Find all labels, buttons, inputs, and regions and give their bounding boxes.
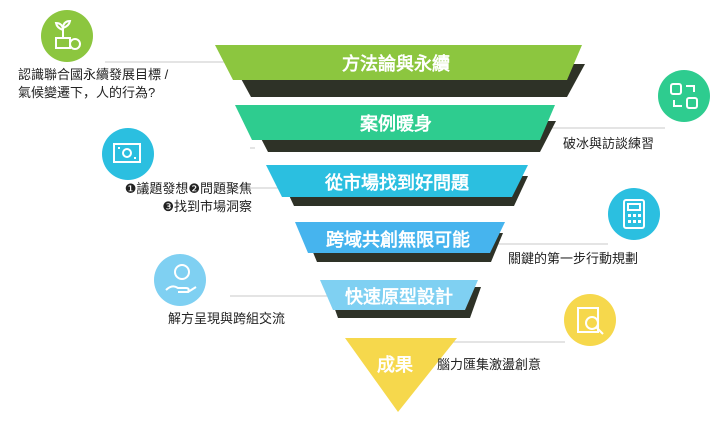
search-chart-icon [564,294,616,346]
funnel-band-1 [215,45,582,80]
funnel-band-6 [345,338,457,412]
annotation-sdg: 認識聯合國永續發展目標 / 氣候變遷下，人的行為? [18,66,168,102]
funnel-level-title: 成果 [377,354,414,375]
annotation-line: ❶議題發想❷問題聚焦 [124,181,252,196]
money-hand-icon [154,254,206,306]
annotation-line: ❸找到市場洞察 [162,199,252,214]
funnel-level-title: 案例暖身 [359,113,432,134]
annotation-ideation: ❶議題發想❷問題聚焦 ❸找到市場洞察 [100,180,252,216]
annotation-solution: 解方呈現與跨組交流 [168,310,285,328]
annotation-brainstorm: 腦力匯集激盪創意 [437,356,541,374]
annotation-line: 氣候變遷下，人的行為? [18,85,156,100]
sustainability-plant-icon [41,10,93,62]
annotation-line: 認識聯合國永續發展目標 / [18,67,169,82]
funnel-band-3 [266,165,528,197]
funnel-level-title: 方法論與永續 [342,53,450,74]
funnel-level-title: 快速原型設計 [345,286,453,307]
funnel-band-5 [320,280,478,310]
annotation-icebreak: 破冰與訪談練習 [563,135,654,153]
annotation-action-plan: 關鍵的第一步行動規劃 [508,250,638,268]
funnel-level-title: 從市場找到好問題 [324,172,470,193]
annotation-line: 腦力匯集激盪創意 [437,357,542,372]
annotation-line: 關鍵的第一步行動規劃 [508,251,639,266]
calculator-icon [608,188,660,240]
funnel-band-4 [295,222,505,253]
annotation-line: 破冰與訪談練習 [563,136,655,151]
funnel-band-2 [235,105,555,140]
annotation-line: 解方呈現與跨組交流 [168,311,286,326]
funnel-level-title: 跨域共創無限可能 [326,229,470,250]
money-document-icon [102,128,154,180]
chat-swap-icon [658,70,710,122]
